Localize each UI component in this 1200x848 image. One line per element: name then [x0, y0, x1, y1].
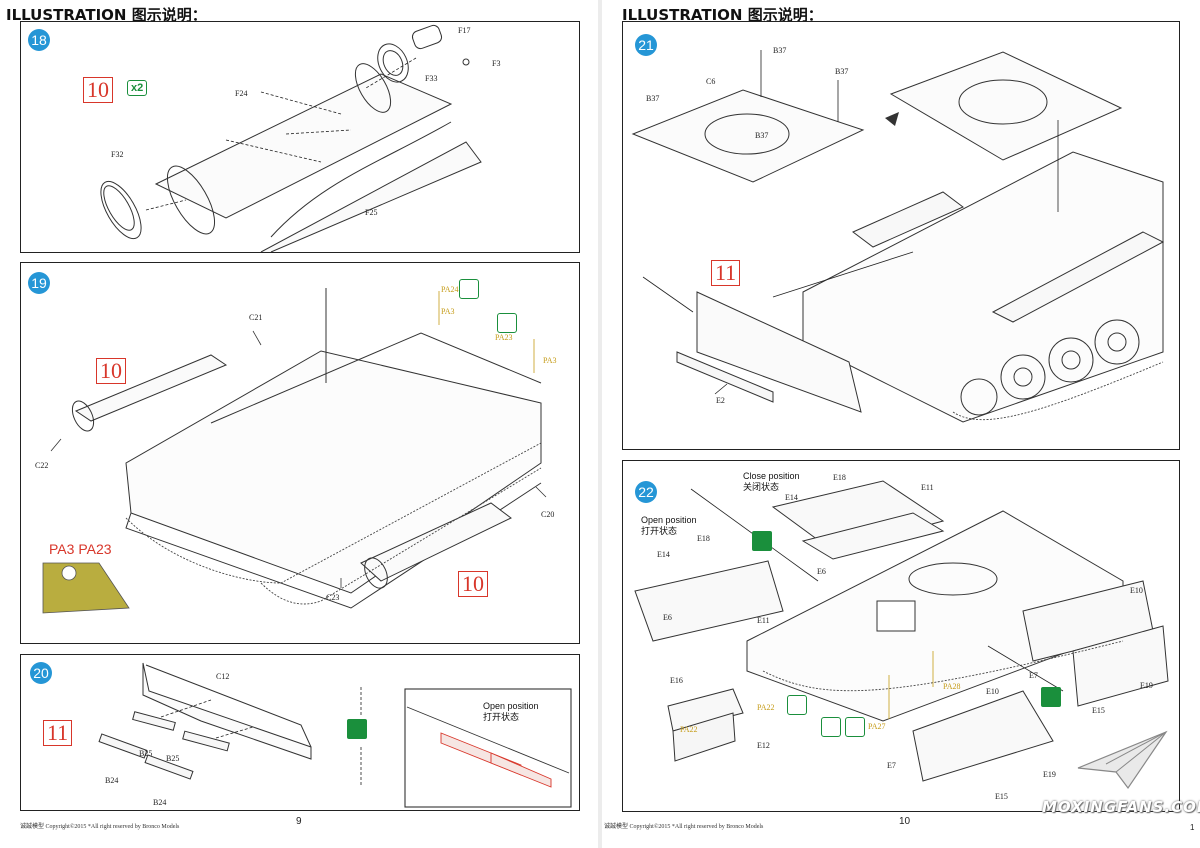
inset-title: PA3 PA23 — [49, 541, 112, 557]
paper-plane-logo-icon — [1077, 730, 1168, 790]
watermark: MOXINGFANS.COM — [1042, 798, 1200, 816]
part-label-c20: C20 — [541, 510, 555, 519]
part-label-e14: E14 — [657, 550, 670, 559]
part-label-f17: F17 — [458, 26, 471, 35]
part-label-e7: E7 — [887, 761, 896, 770]
step-20-drawing — [98, 662, 572, 808]
step-number-badge: 22 — [635, 481, 657, 503]
paint-symbol-icon — [787, 695, 807, 715]
part-label-c22: C22 — [35, 461, 49, 470]
reference-step-box: 11 — [711, 260, 741, 286]
step-20-panel: 20 11 C12 B25 B25 B24 B24 Open position … — [20, 654, 580, 811]
step-19-panel: 19 10 10 C21 PA24 PA3 PA23 PA3 C22 C20 C… — [20, 262, 580, 644]
step-19-drawing — [42, 288, 547, 614]
down-arrow-icon — [821, 717, 841, 737]
part-label-b37: B37 — [646, 94, 660, 103]
step-21-drawing — [631, 50, 1165, 423]
page-gutter — [598, 0, 602, 848]
part-label-e15: E15 — [995, 792, 1008, 801]
part-label-b37: B37 — [835, 67, 849, 76]
part-label-e12: E12 — [757, 741, 770, 750]
copyright-footer: 诚誠模型 Copyright©2015 *All right reserved … — [604, 824, 764, 830]
paint-label-pa23: PA23 — [495, 333, 513, 342]
paint-label-pa3: PA3 — [543, 356, 557, 365]
part-label-c23: C23 — [326, 593, 340, 602]
part-label-c21: C21 — [249, 313, 263, 322]
paint-symbol-icon — [459, 279, 479, 299]
part-label-e7: E7 — [1029, 671, 1038, 680]
part-label-e19: E19 — [1043, 770, 1056, 779]
part-label-b37: B37 — [755, 131, 769, 140]
paint-symbol-icon — [845, 717, 865, 737]
inset-note: Open position 打开状态 — [483, 701, 539, 722]
part-label-e11: E11 — [757, 616, 770, 625]
part-label-e10: E10 — [986, 687, 999, 696]
copyright-footer: 诚誠模型 Copyright©2015 *All right reserved … — [20, 824, 180, 830]
paint-label-pa27: PA27 — [868, 722, 886, 731]
step-number-badge: 21 — [635, 34, 657, 56]
reference-step-box: 10 — [96, 358, 126, 384]
close-position-note: Close position 关闭状态 — [743, 471, 800, 492]
paint-symbol-icon — [497, 313, 517, 333]
part-label-b24: B24 — [105, 776, 119, 785]
part-label-f25: F25 — [365, 208, 378, 217]
page-header: ILLUSTRATION 图示说明： — [622, 6, 823, 24]
right-page: ILLUSTRATION 图示说明： — [602, 0, 1200, 848]
part-label-e15: E15 — [1092, 706, 1105, 715]
part-label-e6: E6 — [817, 567, 826, 576]
part-label-b25: B25 — [166, 754, 180, 763]
step-number-badge: 19 — [28, 272, 50, 294]
page-number: 9 — [296, 816, 302, 827]
part-label-e11: E11 — [921, 483, 934, 492]
part-label-e18: E18 — [833, 473, 846, 482]
part-label-b25: B25 — [139, 749, 153, 758]
corner-mark: 1 — [1190, 823, 1195, 832]
paint-label-pa3: PA3 — [441, 307, 455, 316]
part-label-f32: F32 — [111, 150, 124, 159]
part-label-e10: E10 — [1130, 586, 1143, 595]
paint-label-pa22: PA22 — [757, 703, 775, 712]
step-number-badge: 18 — [28, 29, 50, 51]
step-18-drawing — [100, 24, 482, 252]
reference-step-box: 10 — [83, 77, 113, 103]
part-label-e2: E2 — [716, 396, 725, 405]
left-page: ILLUSTRATION 图示说明： — [0, 0, 598, 848]
open-position-note: Open position 打开状态 — [641, 515, 697, 536]
reference-step-box: 11 — [43, 720, 73, 746]
part-label-e16: E16 — [670, 676, 683, 685]
paint-label-pa22: PA22 — [680, 725, 698, 734]
part-label-b37: B37 — [773, 46, 787, 55]
swap-arrows-icon — [1041, 687, 1061, 707]
part-label-e18: E18 — [697, 534, 710, 543]
quantity-badge: x2 — [127, 80, 148, 96]
step-22-drawing — [634, 480, 1169, 782]
swap-arrows-icon — [347, 719, 367, 739]
part-label-c12: C12 — [216, 672, 230, 681]
paint-label-pa24: PA24 — [441, 285, 459, 294]
page-number: 10 — [899, 816, 911, 827]
page-header: ILLUSTRATION 图示说明： — [6, 6, 207, 24]
step-22-panel: 22 Close position 关闭状态 Open position 打开状… — [622, 460, 1180, 812]
part-label-b24: B24 — [153, 798, 167, 807]
step-18-panel: 18 10 x2 F17 F3 F33 F24 F32 F25 — [20, 21, 580, 253]
part-label-c6: C6 — [706, 77, 716, 86]
swap-arrows-icon — [752, 531, 772, 551]
part-label-f3: F3 — [492, 59, 501, 68]
part-label-e19: E19 — [1140, 681, 1153, 690]
part-label-f24: F24 — [235, 89, 248, 98]
part-label-e14: E14 — [785, 493, 798, 502]
step-number-badge: 20 — [30, 662, 52, 684]
step-21-panel: 21 11 B37 C6 B37 B37 B37 E2 — [622, 21, 1180, 450]
reference-step-box: 10 — [458, 571, 488, 597]
paint-label-pa28: PA28 — [943, 682, 961, 691]
part-label-f33: F33 — [425, 74, 438, 83]
part-label-e6: E6 — [663, 613, 672, 622]
